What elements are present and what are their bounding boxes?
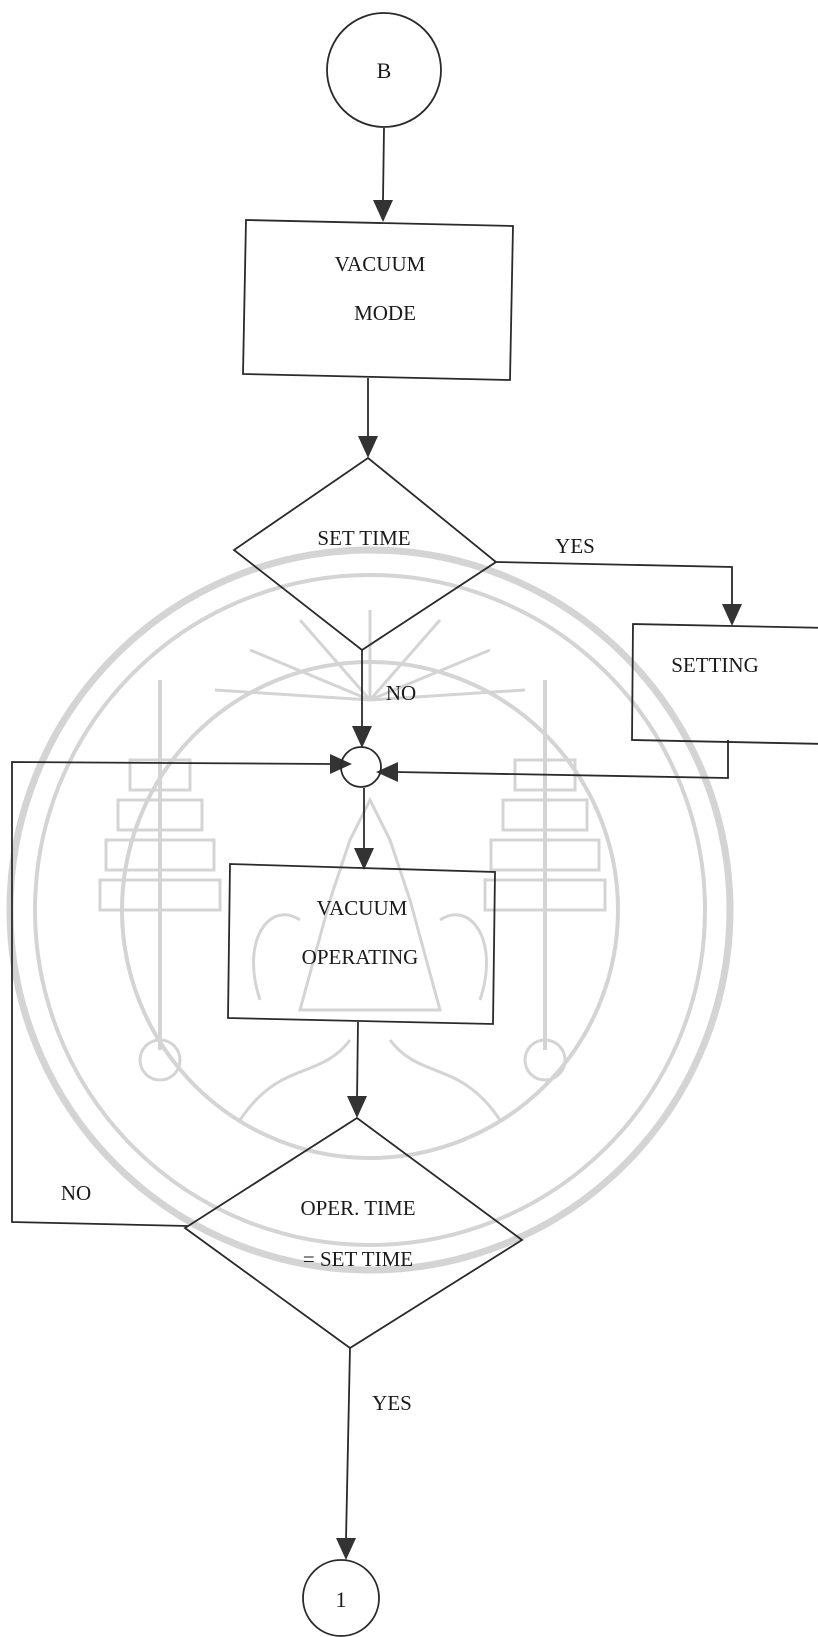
arrowhead-setting-to-junction bbox=[376, 762, 398, 782]
start-connector: B bbox=[326, 12, 442, 128]
setting-label: SETTING bbox=[671, 653, 759, 677]
flow-lines bbox=[11, 127, 733, 1541]
vacuum-mode-label-line2: MODE bbox=[354, 301, 416, 325]
vacuum-operating-process: VACUUM OPERATING bbox=[227, 863, 496, 1025]
arrowhead-no-to-junction bbox=[352, 726, 372, 748]
arrowhead-to-setting bbox=[722, 604, 742, 626]
arrowhead-to-vacuum-operating bbox=[354, 848, 374, 870]
seal-right-umbrella bbox=[483, 680, 607, 1082]
end-connector-label: 1 bbox=[336, 1587, 347, 1612]
arrowhead-to-end-connector bbox=[336, 1538, 356, 1560]
junction-connector bbox=[340, 746, 382, 788]
set-time-no-label: NO bbox=[386, 681, 416, 705]
oper-time-decision-label-line2: = SET TIME bbox=[303, 1247, 413, 1271]
university-seal-watermark bbox=[6, 546, 734, 1274]
seal-sun-rays bbox=[214, 610, 526, 702]
oper-time-decision-label-line1: OPER. TIME bbox=[300, 1196, 415, 1220]
arrowhead-to-vacuum-mode bbox=[373, 200, 393, 222]
start-connector-label: B bbox=[377, 58, 392, 83]
vacuum-mode-label-line1: VACUUM bbox=[335, 252, 426, 276]
oper-time-yes-label: YES bbox=[372, 1391, 412, 1415]
arrowheads bbox=[330, 200, 742, 1560]
seal-left-umbrella bbox=[98, 680, 222, 1082]
set-time-decision-label: SET TIME bbox=[317, 526, 410, 550]
vacuum-operating-label-line1: VACUUM bbox=[317, 896, 408, 920]
set-time-yes-label: YES bbox=[555, 534, 595, 558]
oper-time-no-label: NO bbox=[61, 1181, 91, 1205]
setting-process: SETTING bbox=[631, 623, 818, 745]
vacuum-mode-process: VACUUM MODE bbox=[242, 219, 514, 381]
vacuum-operating-label-line2: OPERATING bbox=[302, 945, 419, 969]
arrowhead-to-set-time bbox=[358, 436, 378, 458]
arrowhead-to-oper-time bbox=[347, 1096, 367, 1118]
end-connector: 1 bbox=[302, 1559, 380, 1637]
oper-time-decision: OPER. TIME = SET TIME bbox=[183, 1116, 524, 1350]
set-time-decision: SET TIME bbox=[232, 456, 498, 652]
seal-center-crown bbox=[238, 796, 502, 1121]
